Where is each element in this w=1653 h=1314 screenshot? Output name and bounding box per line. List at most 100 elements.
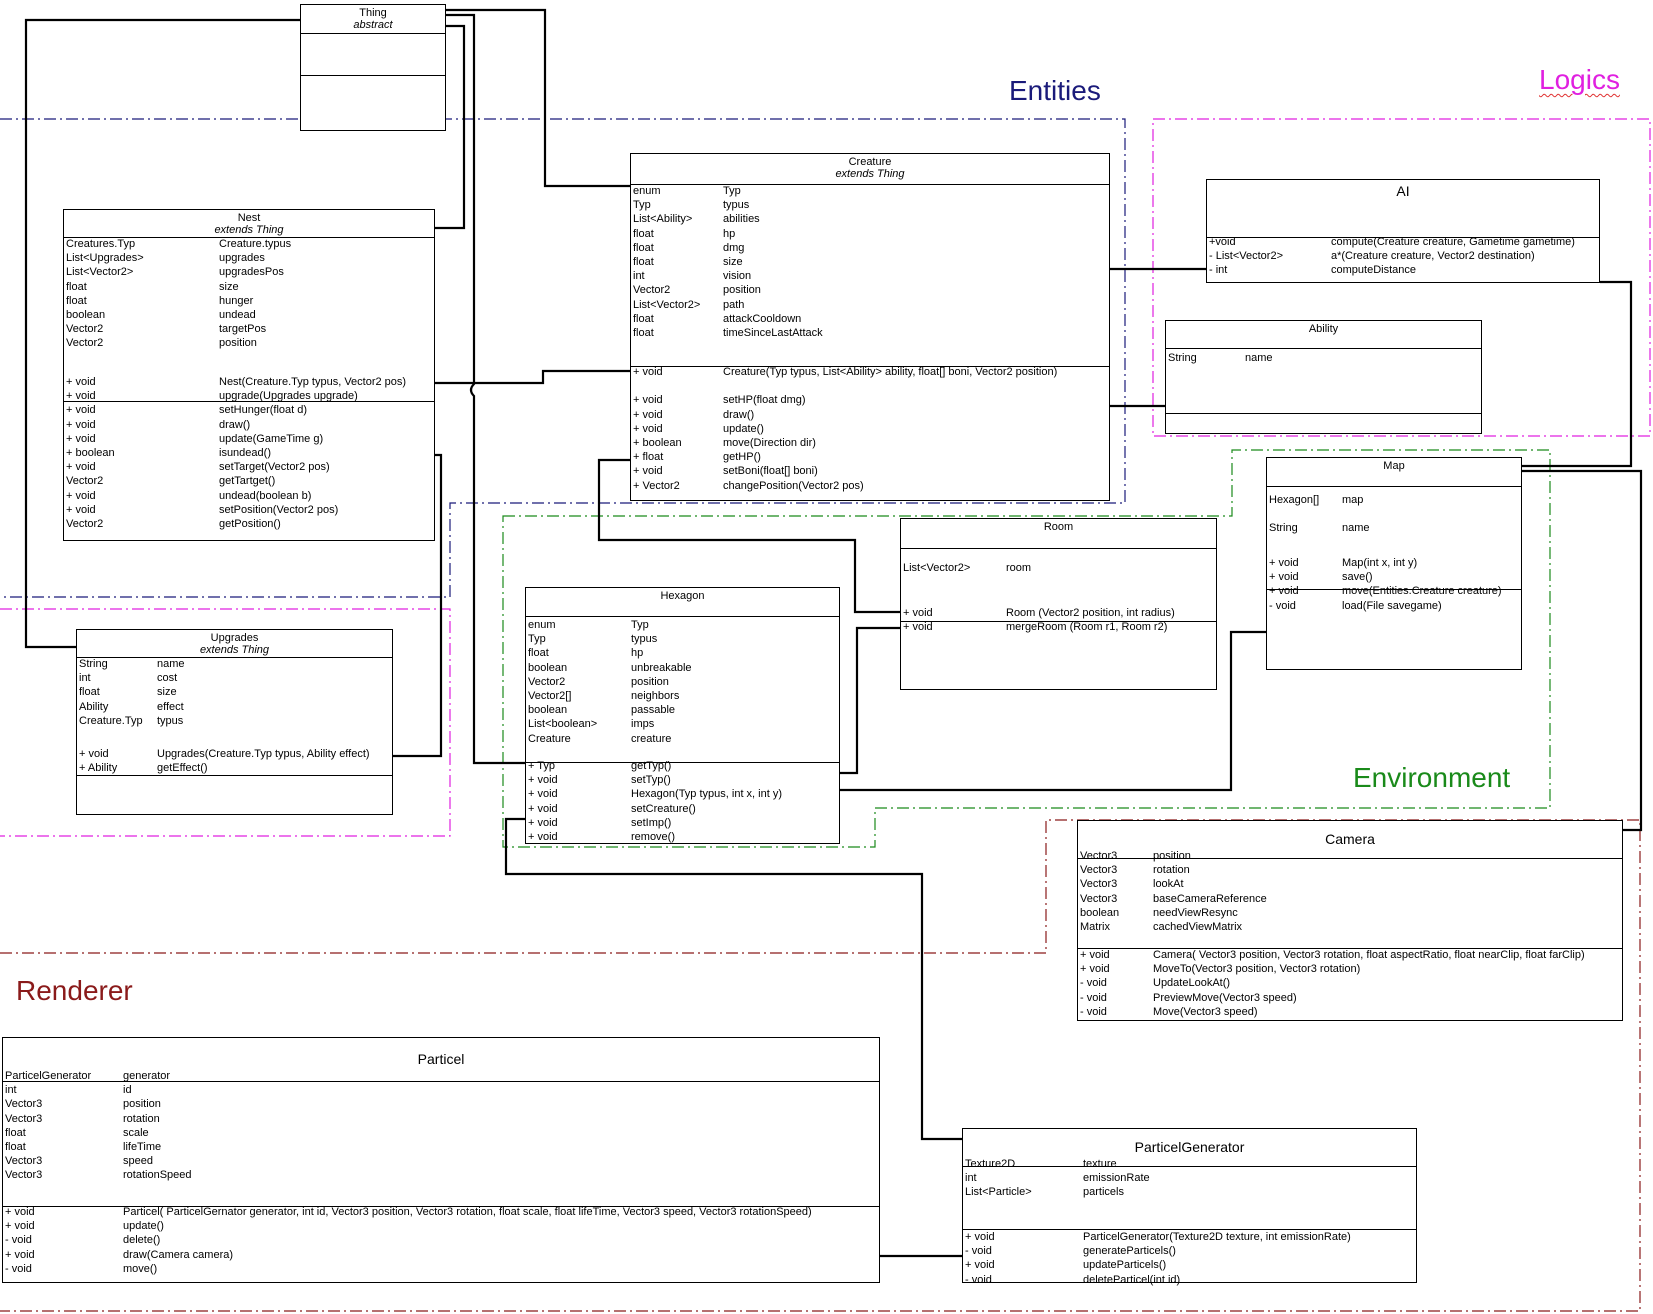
member-type: + void — [5, 1206, 35, 1218]
class-room-attributes-row: List<Vector2>room — [901, 561, 1216, 575]
member-name: setImp() — [631, 816, 672, 829]
member-type: boolean — [528, 704, 568, 717]
member-name: vision — [723, 270, 752, 283]
class-thing[interactable]: Thing abstract — [300, 4, 446, 131]
member-type: + void — [633, 422, 663, 435]
member-type: int — [79, 672, 91, 685]
class-creature-attributes-row: List<Vector2>path — [631, 298, 1109, 312]
member-type: Vector2 — [66, 517, 104, 530]
member-name: hp — [723, 227, 736, 240]
member-name: neighbors — [631, 689, 680, 702]
class-ai-operations-row: - List<Vector2>a*(Creature creature, Vec… — [1207, 249, 1599, 263]
class-creature-attributes-row: int vision — [631, 269, 1109, 283]
member-type: - void — [1080, 991, 1107, 1004]
member-name: dmg — [723, 241, 745, 254]
member-name: abilities — [723, 213, 760, 226]
class-ai-name: AI — [1396, 183, 1410, 199]
member-name: setTarget(Vector2 pos) — [219, 461, 330, 474]
member-type: + void — [528, 774, 558, 787]
member-type: + boolean — [66, 446, 115, 459]
member-type: float — [633, 326, 654, 339]
member-type: Creatures.Typ — [66, 238, 136, 250]
member-name: passable — [631, 704, 676, 717]
member-type: + void — [66, 461, 96, 474]
member-type: enum — [528, 619, 556, 631]
member-name: save() — [1342, 571, 1373, 584]
member-name: emissionRate — [1083, 1172, 1150, 1185]
member-type: List<Upgrades> — [66, 252, 144, 265]
member-type: +void — [1209, 236, 1236, 248]
member-type: + void — [5, 1220, 35, 1233]
member-name: move(Direction dir) — [723, 436, 816, 449]
member-type: List<Vector2> — [66, 266, 134, 279]
member-name: upgrades — [219, 252, 265, 265]
nest-creature-link — [435, 369, 630, 385]
member-type: String — [1168, 352, 1197, 364]
member-type: - void — [965, 1273, 992, 1286]
member-name: a*(Creature creature, Vector2 destinatio… — [1331, 250, 1535, 263]
class-upgrades-header: Upgrades extends Thing — [77, 630, 392, 658]
member-type: + void — [633, 408, 663, 421]
member-type: + void — [903, 621, 933, 634]
member-type: + void — [528, 788, 558, 801]
member-type: + void — [66, 432, 96, 445]
member-name: mergeRoom (Room r1, Room r2) — [1006, 621, 1168, 634]
creature-thing-link — [446, 8, 630, 188]
member-type: List<boolean> — [528, 718, 598, 731]
member-name: update() — [723, 422, 764, 435]
member-name: setHP(float dmg) — [723, 394, 806, 407]
member-name: rotation — [1153, 864, 1190, 877]
member-name: undead(boolean b) — [219, 489, 312, 502]
class-nest-name: Nest — [237, 212, 261, 224]
member-type: + void — [66, 489, 96, 502]
member-name: MoveTo(Vector3 position, Vector3 rotatio… — [1153, 963, 1361, 976]
member-name: draw() — [219, 418, 251, 431]
class-creature-attributes-row: List<Ability>abilities — [631, 212, 1109, 226]
class-room-attributes: List<Vector2>room — [901, 547, 1216, 622]
member-name: Upgrades(Creature.Typ typus, Ability eff… — [157, 748, 370, 760]
member-name: Typ — [723, 185, 741, 197]
member-name: cost — [157, 672, 178, 685]
member-type: Texture2D — [965, 1158, 1016, 1170]
member-type: int — [633, 270, 645, 283]
member-name: remove() — [631, 830, 676, 843]
member-name: ParticelGenerator(Texture2D texture, int… — [1083, 1231, 1351, 1243]
member-type: + Typ — [528, 760, 556, 772]
